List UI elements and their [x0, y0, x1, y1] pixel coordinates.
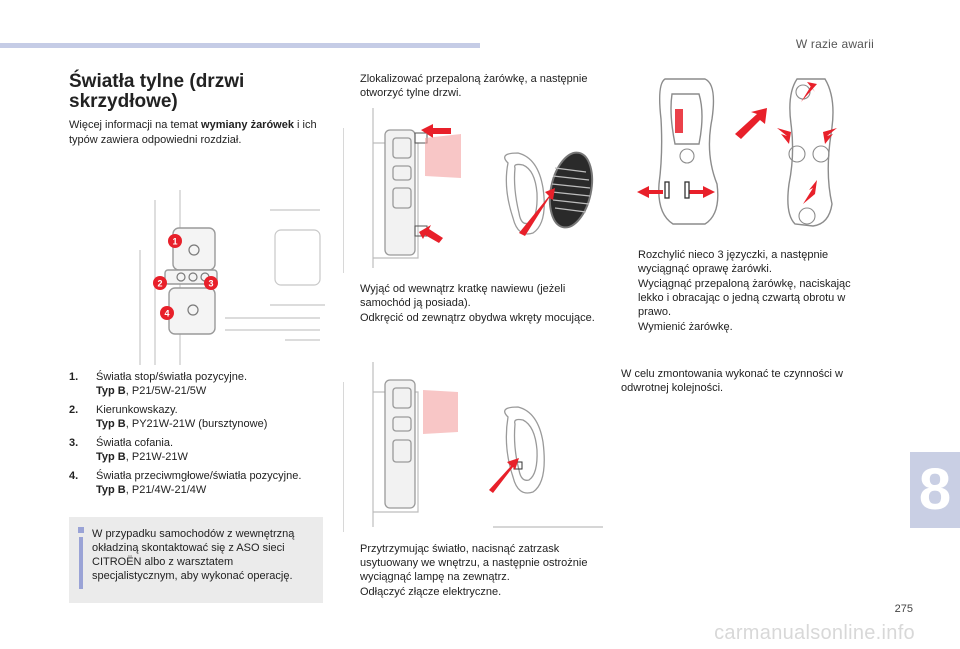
- step-text: Rozchylić nieco 3 języczki, a następnie …: [638, 249, 829, 275]
- info-icon-stem: [79, 537, 83, 589]
- intro-pre: Więcej informacji na temat: [69, 119, 202, 131]
- step-text: Odkręcić od zewnątrz obydwa wkręty mocuj…: [360, 312, 595, 324]
- rear-lamp-figure: 1 2 3 4: [135, 190, 325, 365]
- callout-3-badge: [204, 276, 218, 290]
- legend-number: 1.: [69, 371, 79, 383]
- step-item: Przytrzymując światło, nacisnąć zatrzask…: [343, 542, 603, 584]
- step-item: Wyjąć od wewnątrz kratkę nawiewu (jeżeli…: [343, 282, 603, 310]
- legend-type-value: , P21W-21W: [125, 451, 188, 463]
- legend-type-value: , P21/4W-21/4W: [125, 484, 207, 496]
- step-text: Odłączyć złącze elektryczne.: [360, 586, 502, 598]
- legend-type-label: Typ B: [96, 418, 126, 430]
- intro-bold: wymiany żarówek: [201, 119, 294, 131]
- chapter-number: 8: [918, 457, 952, 522]
- vent-grille-icon: [548, 151, 594, 229]
- callout-4: 4: [164, 309, 169, 319]
- legend-type-label: Typ B: [96, 385, 126, 397]
- header-rule: [0, 43, 480, 48]
- red-arrow-icon: [519, 188, 555, 236]
- step-item: Odkręcić od zewnątrz obydwa wkręty mocuj…: [343, 311, 603, 325]
- watermark: carmanualsonline.info: [714, 622, 915, 644]
- bulb-holder-figure: [617, 74, 847, 234]
- legend-number: 4.: [69, 470, 79, 482]
- red-arrow-icon: [489, 458, 519, 493]
- legend-label: Światła stop/światła pozycyjne.: [96, 371, 248, 383]
- legend-type-label: Typ B: [96, 484, 126, 496]
- legend-item: 1. Światła stop/światła pozycyjne. Typ B…: [69, 370, 329, 398]
- running-head: W razie awarii: [795, 37, 874, 51]
- legend-label: Światła przeciwmgłowe/światła pozycyjne.: [96, 470, 302, 482]
- info-note-text: W przypadku samochodów z wewnętrzną okła…: [92, 528, 295, 582]
- intro-post: i ich typów zawiera odpowiedni rozdział.: [69, 119, 317, 146]
- legend-item: 2. Kierunkowskazy. Typ B, PY21W-21W (bur…: [69, 403, 329, 431]
- intro-text: Więcej informacji na temat wymiany żarów…: [69, 118, 329, 148]
- closing-note: W celu zmontowania wykonać te czynności …: [621, 368, 843, 394]
- step-text: Przytrzymując światło, nacisnąć zatrzask…: [360, 543, 588, 583]
- callout-2: 2: [157, 279, 162, 289]
- legend-label: Światła cofania.: [96, 437, 174, 449]
- legend-number: 3.: [69, 437, 79, 449]
- lamp-latch-figure: [343, 362, 603, 532]
- steps-a: Zlokalizować przepaloną żarówkę, a nastę…: [343, 72, 598, 101]
- step-item: Rozchylić nieco 3 języczki, a następnie …: [621, 248, 871, 276]
- step-text: Zlokalizować przepaloną żarówkę, a nastę…: [360, 73, 588, 99]
- info-icon: [78, 527, 84, 533]
- callout-4-badge: [160, 306, 174, 320]
- legend-item: 4. Światła przeciwmgłowe/światła pozycyj…: [69, 469, 329, 497]
- step-item: Odłączyć złącze elektryczne.: [343, 585, 603, 599]
- chapter-tab: [910, 452, 960, 528]
- bulb-legend: 1. Światła stop/światła pozycyjne. Typ B…: [69, 370, 329, 502]
- legend-label: Kierunkowskazy.: [96, 404, 178, 416]
- legend-number: 2.: [69, 404, 79, 416]
- title-line-1: Światła tylne (drzwi: [69, 71, 245, 92]
- step-text: Wymienić żarówkę.: [638, 321, 733, 333]
- lamp-screws-figure: [343, 108, 603, 273]
- legend-item: 3. Światła cofania. Typ B, P21W-21W: [69, 436, 329, 464]
- red-arrow-icon: [637, 82, 837, 204]
- step-item: Zlokalizować przepaloną żarówkę, a nastę…: [343, 72, 598, 100]
- page-number: 275: [894, 603, 913, 615]
- callout-badges: [153, 234, 218, 320]
- legend-type-value: , P21/5W-21/5W: [125, 385, 207, 397]
- info-note: W przypadku samochodów z wewnętrzną okła…: [69, 517, 323, 603]
- callout-1-badge: [168, 234, 182, 248]
- step-text: Wyciągnąć przepaloną żarówkę, naciskając…: [638, 278, 851, 318]
- page-title: Światła tylne (drzwi skrzydłowe): [69, 72, 269, 112]
- step-text: Wyjąć od wewnątrz kratkę nawiewu (jeżeli…: [360, 283, 566, 309]
- steps-b: Wyjąć od wewnątrz kratkę nawiewu (jeżeli…: [343, 282, 603, 326]
- callout-1: 1: [172, 237, 177, 247]
- red-arrow-icon: [419, 124, 451, 243]
- steps-d: Rozchylić nieco 3 języczki, a następnie …: [621, 248, 871, 335]
- step-item: Wymienić żarówkę.: [621, 320, 871, 334]
- callout-2-badge: [153, 276, 167, 290]
- title-line-2: skrzydłowe): [69, 91, 178, 112]
- step-item: Wyciągnąć przepaloną żarówkę, naciskając…: [621, 277, 871, 319]
- legend-type-label: Typ B: [96, 451, 126, 463]
- legend-type-value: , PY21W-21W (bursztynowe): [125, 418, 268, 430]
- callout-3: 3: [208, 279, 213, 289]
- steps-c: Przytrzymując światło, nacisnąć zatrzask…: [343, 542, 603, 600]
